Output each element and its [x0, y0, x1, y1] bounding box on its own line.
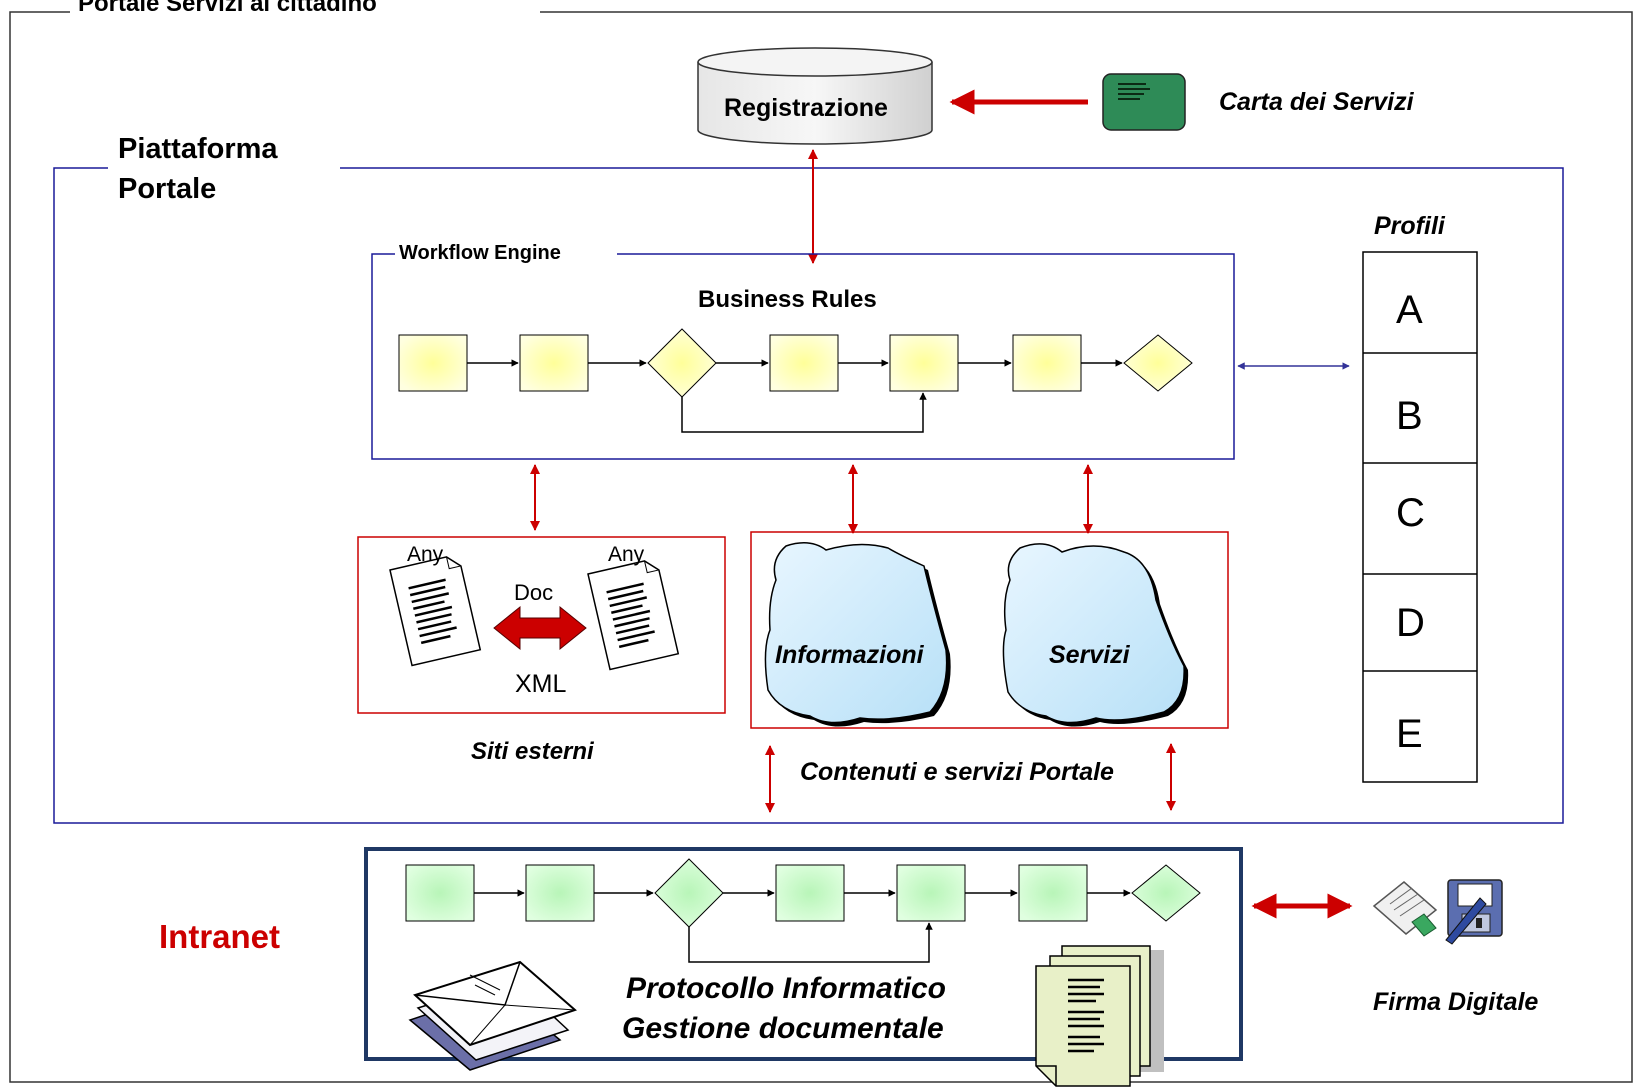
portal-content-box: [750, 531, 1229, 729]
portal-content-caption: Contenuti e servizi Portale: [800, 758, 1114, 786]
floppy-disk-icon: [1445, 879, 1503, 945]
cloud-icon: [1002, 543, 1189, 727]
doc-label: Doc: [514, 580, 554, 605]
profile-label: A: [1396, 288, 1423, 332]
workflow-frame: [371, 253, 1235, 460]
workflow-step: [519, 334, 589, 392]
platform-frame: [53, 167, 1564, 824]
intranet-step: [896, 864, 966, 922]
intranet-step: [775, 864, 845, 922]
workflow-step: [1012, 334, 1082, 392]
intranet-step: [1018, 864, 1088, 922]
intranet-step: [405, 864, 475, 922]
profile-label: D: [1396, 601, 1425, 645]
intranet-step: [525, 864, 595, 922]
business-rules-title: Business Rules: [698, 286, 877, 313]
intranet-label: Intranet: [159, 918, 281, 955]
xml-label: XML: [515, 670, 567, 698]
workflow-step: [889, 334, 959, 392]
card-icon: [1102, 73, 1186, 131]
workflow-step: [769, 334, 839, 392]
workflow-decision: [647, 328, 717, 398]
doc-exchange-arrow-icon: [493, 605, 587, 651]
portal-frame: [9, 11, 1633, 1083]
platform-title-line2: Portale: [118, 173, 217, 205]
document-management-label: Gestione documentale: [622, 1012, 944, 1045]
profile-label: E: [1396, 712, 1423, 756]
intranet-decision: [1131, 864, 1201, 922]
any-label-right: Any: [608, 543, 645, 566]
workflow-engine-title: Workflow Engine: [399, 242, 561, 264]
profile-label: B: [1396, 394, 1423, 438]
informazioni-label: Informazioni: [775, 641, 924, 669]
any-label-left: Any: [407, 543, 444, 566]
intranet-box: [364, 847, 1243, 1061]
registration-label: Registrazione: [724, 94, 888, 122]
profiles-title: Profili: [1374, 212, 1445, 240]
servizi-label: Servizi: [1049, 641, 1130, 669]
intranet-process: [405, 858, 1201, 963]
external-sites-box: [357, 536, 726, 714]
external-sites-caption: Siti esterni: [471, 738, 594, 765]
database-cylinder-icon: [697, 47, 933, 145]
document-stack-icon: [1035, 945, 1164, 1087]
workflow-process: [398, 328, 1193, 433]
portal-title: Portale Servizi al cittadino: [78, 0, 377, 17]
workflow-step: [398, 334, 468, 392]
workflow-decision: [1123, 334, 1193, 392]
cloud-icon: [764, 542, 951, 727]
profile-label: C: [1396, 491, 1425, 535]
envelope-icon: [408, 960, 577, 1071]
protocol-label: Protocollo Informatico: [626, 972, 947, 1005]
document-icon: [389, 556, 482, 667]
profiles-column: [1362, 251, 1478, 783]
platform-title-line1: Piattaforma: [118, 133, 278, 165]
signature-icon: [1372, 881, 1438, 937]
digital-signature-label: Firma Digitale: [1373, 988, 1539, 1016]
service-charter-label: Carta dei Servizi: [1219, 88, 1414, 116]
intranet-decision: [654, 858, 724, 928]
document-icon: [587, 560, 680, 671]
